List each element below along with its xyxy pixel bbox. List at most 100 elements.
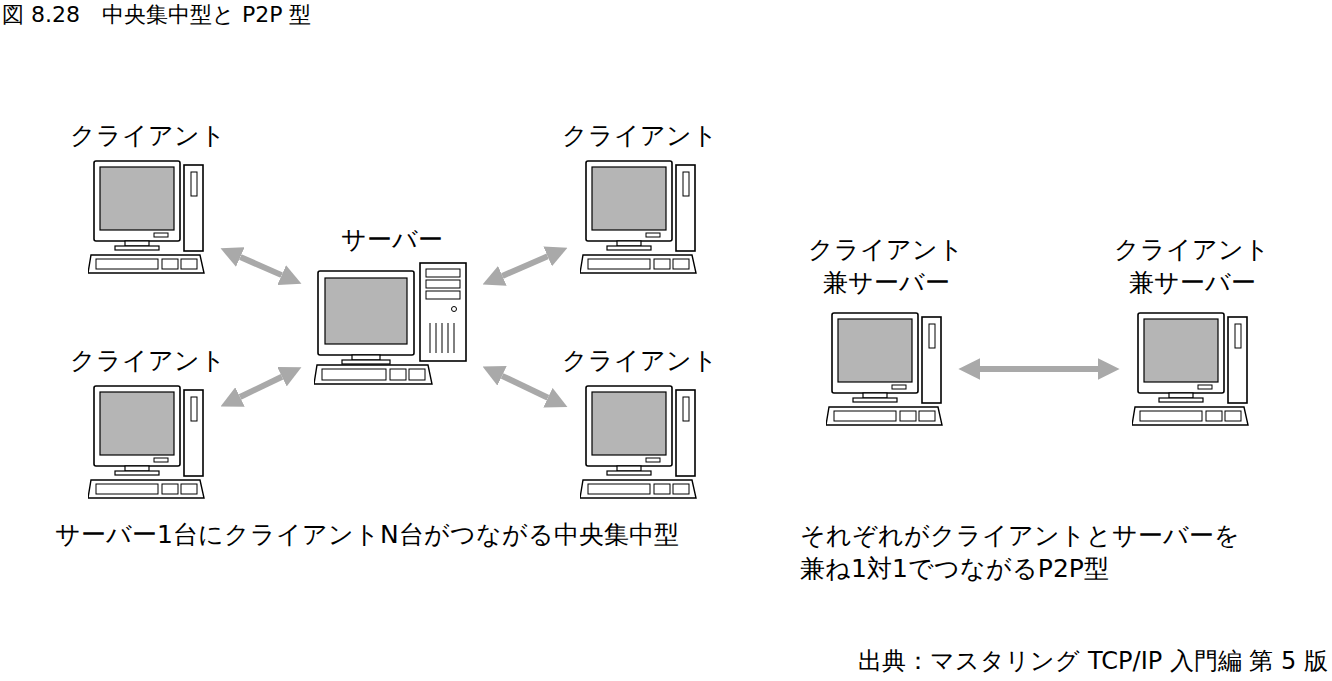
double-arrow <box>240 257 281 275</box>
keyboard-keys <box>588 259 650 269</box>
keyboard <box>88 255 204 273</box>
server-computer-icon <box>314 261 470 387</box>
computer-node: クライアント <box>526 345 754 500</box>
keyboard <box>1132 407 1248 425</box>
monitor-screen <box>592 167 666 230</box>
vent-slat <box>430 323 431 353</box>
keyboard <box>826 407 942 425</box>
pc-tower <box>184 390 203 476</box>
computer-label: クライアント 兼サーバー <box>791 234 981 299</box>
monitor-button <box>892 385 906 389</box>
pc-tower <box>676 390 695 476</box>
keyboard-keys <box>162 484 178 494</box>
monitor-stand <box>617 466 641 471</box>
monitor-body <box>586 161 672 241</box>
vent-slat <box>436 323 437 353</box>
monitor-button <box>154 233 168 237</box>
figure-title: 図 8.28 中央集中型と P2P 型 <box>2 1 312 30</box>
monitor-stand <box>863 393 887 398</box>
monitor-screen <box>592 392 666 455</box>
keyboard <box>580 480 696 498</box>
pc-tower <box>1228 317 1247 403</box>
vent-slat <box>442 323 443 353</box>
monitor-stand <box>125 241 149 246</box>
monitor-screen <box>100 167 174 230</box>
monitor-body <box>832 313 918 393</box>
monitor-button <box>154 458 168 462</box>
monitor-stand <box>125 466 149 471</box>
keyboard <box>314 365 432 384</box>
monitor-body <box>586 386 672 466</box>
client-computer-icon <box>580 159 700 275</box>
monitor-screen <box>325 278 407 344</box>
keyboard-keys <box>1225 411 1241 421</box>
drive-slot <box>683 397 689 421</box>
monitor-button <box>646 458 660 462</box>
monitor-body <box>94 386 180 466</box>
client-computer-icon <box>580 384 700 500</box>
double-arrow <box>502 256 547 276</box>
pc-tower <box>676 165 695 251</box>
keyboard-keys <box>919 411 935 421</box>
monitor-base <box>115 471 159 475</box>
caption-text: サーバー1台にクライアントN台がつながる中央集中型 <box>55 519 679 552</box>
keyboard-keys <box>96 484 158 494</box>
drive-bay <box>426 291 460 299</box>
client-computer-icon <box>88 159 208 275</box>
keyboard <box>580 255 696 273</box>
keyboard-keys <box>588 484 650 494</box>
computer-node: クライアント 兼サーバー <box>1077 234 1307 427</box>
computer-node: クライアント <box>34 345 262 500</box>
pc-tower <box>184 165 203 251</box>
monitor-screen <box>838 319 912 382</box>
monitor-button <box>646 233 660 237</box>
keyboard-keys <box>96 259 158 269</box>
computer-label: クライアント <box>526 345 754 378</box>
keyboard-keys <box>1140 411 1202 421</box>
computer-label: クライアント <box>34 120 262 153</box>
computer-node: クライアント <box>526 120 754 275</box>
power-button <box>452 306 457 311</box>
computer-node: クライアント <box>34 120 262 275</box>
keyboard-keys <box>409 369 425 380</box>
keyboard-keys <box>181 484 197 494</box>
keyboard-keys <box>673 259 689 269</box>
server-tower <box>420 263 466 361</box>
computer-label: サーバー <box>278 224 506 257</box>
client-computer-icon <box>88 384 208 500</box>
caption-text: それぞれがクライアントとサーバーを 兼ね1対1でつながるP2P型 <box>800 519 1280 585</box>
monitor-base <box>607 246 651 250</box>
keyboard-keys <box>654 484 670 494</box>
vent-slat <box>448 323 449 353</box>
client-computer-icon <box>1132 311 1252 427</box>
monitor-base <box>607 471 651 475</box>
double-arrow <box>502 376 548 398</box>
monitor-base <box>115 246 159 250</box>
monitor-stand <box>1169 393 1193 398</box>
client-computer-icon <box>826 311 946 427</box>
monitor-screen <box>100 392 174 455</box>
monitor-base <box>1159 398 1203 402</box>
monitor-body <box>94 161 180 241</box>
double-arrow <box>240 377 282 397</box>
keyboard-keys <box>181 259 197 269</box>
monitor-body <box>318 271 414 355</box>
computer-node: クライアント 兼サーバー <box>771 234 1001 427</box>
drive-bay <box>426 280 460 288</box>
computer-label: クライアント <box>526 120 754 153</box>
keyboard-keys <box>673 484 689 494</box>
drive-slot <box>683 172 689 196</box>
drive-slot <box>1235 324 1241 348</box>
vent-slat <box>454 323 455 353</box>
drive-bay <box>426 269 460 277</box>
source-note: 出典：マスタリング TCP/IP 入門編 第 5 版 <box>858 646 1328 677</box>
keyboard-keys <box>162 259 178 269</box>
monitor-screen <box>1144 319 1218 382</box>
keyboard <box>88 480 204 498</box>
keyboard-keys <box>900 411 916 421</box>
keyboard-keys <box>834 411 896 421</box>
double-arrow <box>980 366 1098 372</box>
keyboard-keys <box>390 369 406 380</box>
computer-label: クライアント 兼サーバー <box>1097 234 1287 299</box>
